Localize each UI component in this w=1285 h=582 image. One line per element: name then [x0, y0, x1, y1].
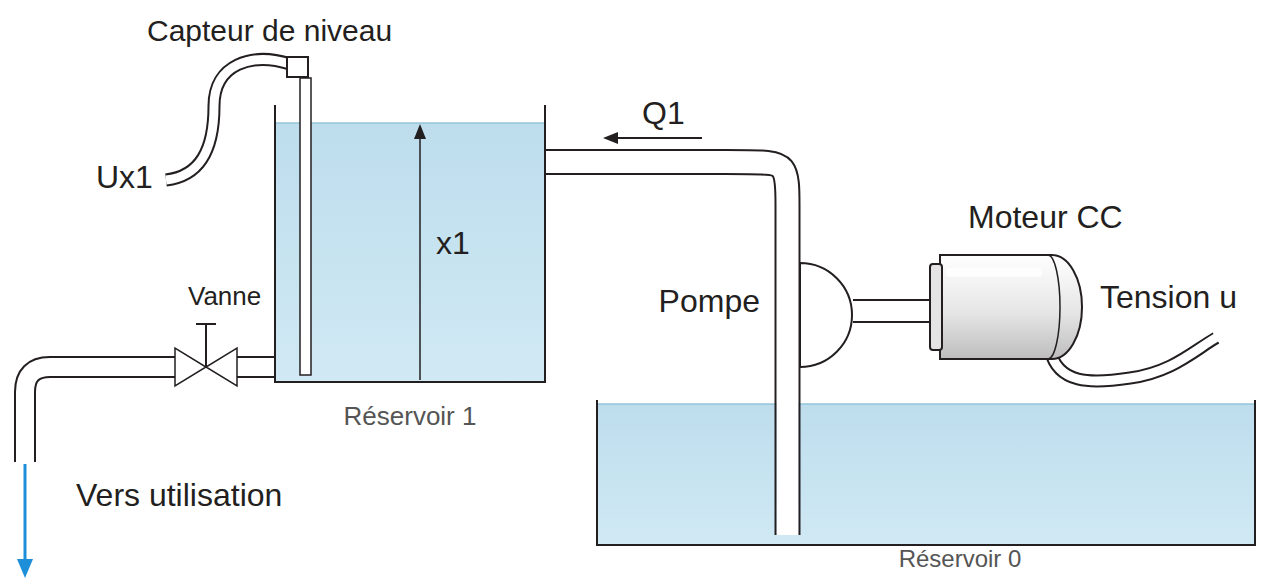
valve-shape — [175, 348, 237, 386]
pump-housing — [800, 263, 852, 367]
label-box: Q1 — [642, 96, 685, 131]
tank: Réservoir 0 — [597, 400, 1255, 545]
water-surface — [598, 403, 1254, 405]
flow-arrow — [24, 464, 27, 562]
suction-pipe-bore — [777, 400, 799, 535]
dimension-arrowhead — [414, 124, 426, 139]
pump-label: Pompe — [659, 284, 760, 319]
tank-label-box: Réservoir 0 — [899, 546, 1022, 572]
flow-arrowhead — [603, 132, 618, 144]
pipe-bore — [545, 162, 788, 258]
sensor-label-box: Capteur de niveau — [147, 14, 392, 47]
motor-label: Moteur CC — [968, 200, 1123, 235]
motor-cable-core — [1050, 337, 1217, 381]
motor-cable — [1050, 338, 1216, 381]
valve-label: Vanne — [188, 282, 261, 311]
pipe-connector — [237, 367, 275, 368]
pipe-bore — [237, 358, 275, 376]
water — [598, 404, 1254, 544]
pipe-wall — [545, 162, 788, 258]
level-sensor-head: Capteur de niveau — [286, 56, 309, 78]
tank: Réservoir 1 — [275, 105, 545, 382]
tank-label-box: Réservoir 1 — [344, 402, 477, 431]
label-box: x1 — [436, 226, 470, 261]
dc-motor-shape — [930, 252, 1085, 362]
pipe-wall — [775, 258, 777, 372]
valve-body — [175, 348, 206, 386]
valve-stem — [205, 324, 207, 367]
motor-label-box: Moteur CC — [968, 200, 1123, 235]
valve-handle — [196, 323, 216, 325]
outlet-pipe — [25, 367, 176, 462]
motor-body — [940, 255, 1082, 359]
suction-pipe — [775, 400, 777, 535]
sensor-label: Capteur de niveau — [147, 14, 392, 47]
motor-end-cap — [1048, 255, 1060, 359]
signal-name: Ux1 — [96, 160, 153, 195]
label-box: Vers utilisation — [76, 478, 282, 513]
pump: Pompe — [774, 258, 853, 372]
flow-arrow — [616, 137, 702, 139]
pipe-wall — [799, 258, 801, 372]
pipe-bore — [853, 301, 930, 321]
dimension-label: x1 — [436, 226, 470, 261]
motor-highlight — [946, 268, 1042, 277]
pump-shape — [774, 258, 853, 372]
pump-label-box: Pompe — [659, 284, 760, 319]
pipe-wall — [775, 372, 801, 400]
tank-label: Réservoir 0 — [899, 546, 1022, 572]
water — [276, 123, 544, 381]
label-box: Ux1 — [96, 160, 153, 195]
level-probe — [300, 78, 311, 375]
valve-body — [206, 348, 237, 386]
dc-motor: Moteur CC — [930, 252, 1085, 362]
flow-destination: Vers utilisation — [76, 478, 282, 513]
tank-wall — [597, 400, 1255, 545]
sensor-cable-core — [166, 60, 290, 180]
tank-shape — [275, 105, 545, 382]
tank-shape — [597, 400, 1255, 545]
pipe-wall — [853, 299, 930, 323]
dimension-line — [419, 137, 421, 380]
tank-label: Réservoir 1 — [344, 402, 477, 431]
valve-label-box: Vanne — [188, 282, 261, 311]
valve: Vanne — [175, 348, 237, 386]
label-box: Tension u — [1100, 280, 1237, 315]
outlet-pipe-bore — [25, 367, 177, 463]
pipe-connector — [853, 311, 930, 312]
pipe-bore — [777, 372, 799, 400]
flow-arrowhead — [17, 559, 33, 578]
pipe-connector — [545, 162, 788, 258]
flow-label: Q1 — [642, 96, 685, 131]
water-surface — [276, 122, 544, 124]
pipe-wall — [237, 356, 275, 378]
motor-flange — [930, 264, 942, 350]
signal-name: Tension u — [1100, 280, 1237, 315]
pipe-bore — [776, 258, 800, 372]
suction-pipe — [799, 400, 801, 535]
tank-wall — [275, 105, 545, 382]
pipe-connector — [787, 372, 788, 400]
sensor-cable — [166, 60, 290, 180]
